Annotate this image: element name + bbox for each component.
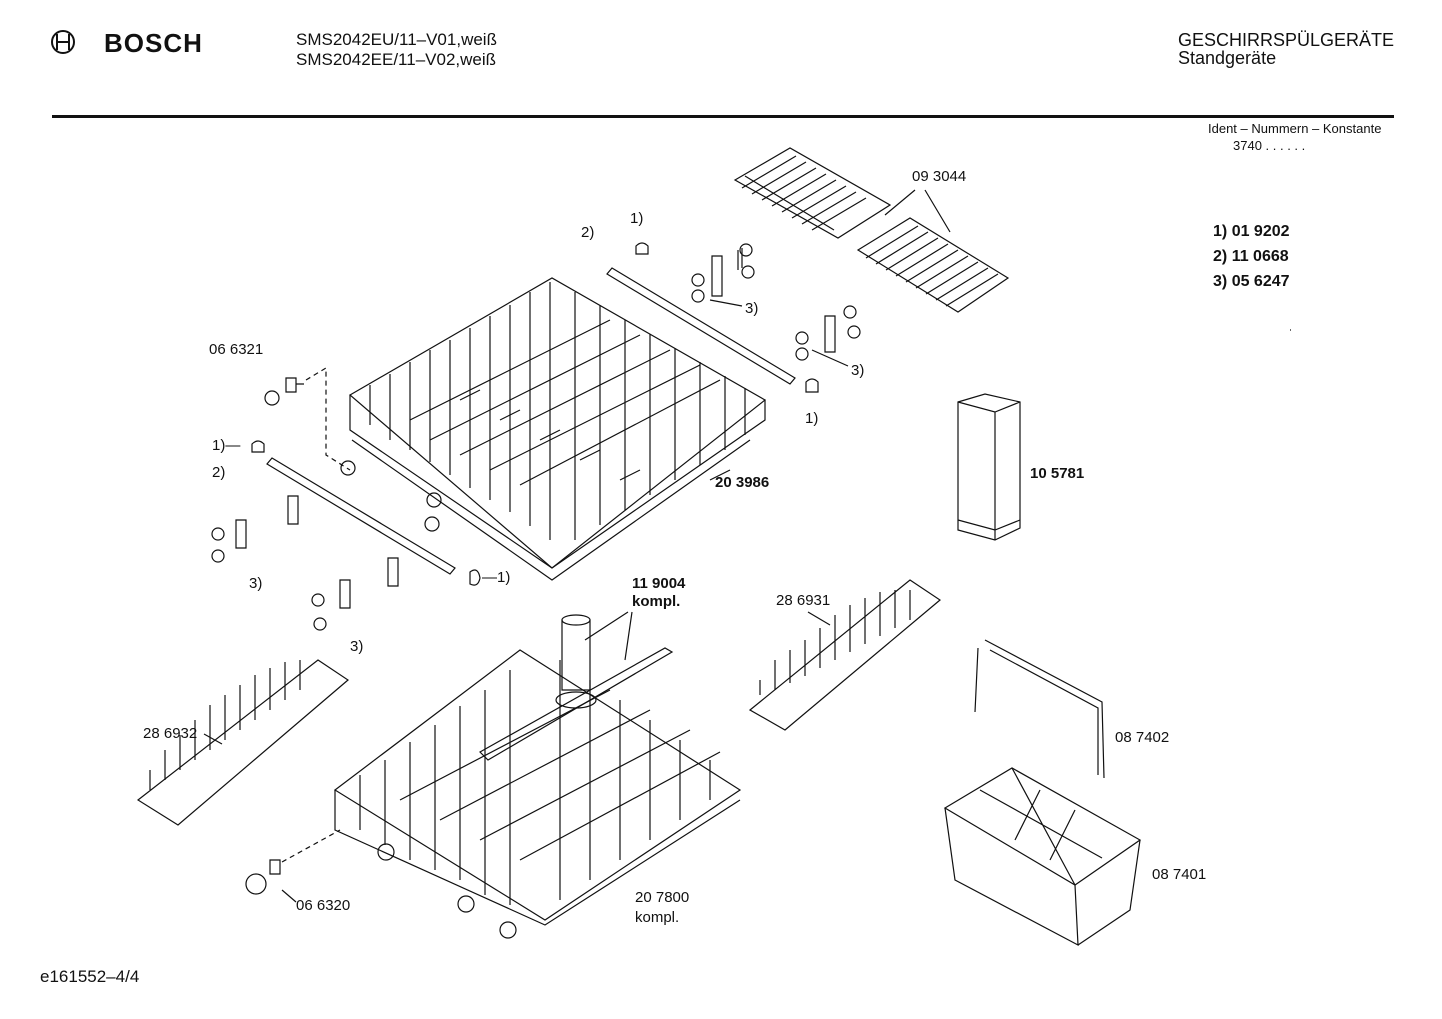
axle-066320 [269, 859, 281, 875]
legend: 1) 01 9202 2) 11 0668 3) 05 6247 [1213, 219, 1290, 294]
lower-basket [333, 649, 742, 926]
basket-wheel [499, 921, 517, 939]
roller-066320 [245, 873, 267, 895]
part-label-203986: 20 3986 [715, 474, 770, 491]
ref-marker-1: 1) [630, 210, 644, 227]
roller [847, 325, 861, 339]
part-label-286931: 28 6931 [776, 592, 831, 609]
rail-left [266, 457, 456, 575]
legend-number: 11 0668 [1231, 248, 1289, 265]
rack-wheel [424, 516, 440, 532]
model-line-2: SMS2042EE/11–V02,weiß [296, 50, 497, 69]
legend-row: 1) 01 9202 [1213, 219, 1290, 244]
ref-marker-3: 3) [851, 362, 865, 379]
rack-wheel [426, 492, 442, 508]
leader-203986 [709, 469, 731, 481]
roller [739, 243, 753, 257]
part-label-087401: 08 7401 [1152, 866, 1207, 883]
part-label-119004-sub: kompl. [632, 593, 681, 610]
part-label-207800-sub: kompl. [635, 909, 680, 926]
cutlery-tray-insert-upper [733, 147, 892, 239]
part-label-119004: 11 9004 [632, 575, 686, 592]
spray-arm [479, 614, 674, 761]
legend-row: 2) 11 0668 [1213, 244, 1290, 269]
roller-066321 [264, 390, 280, 406]
ref-marker-1: 1) [805, 410, 819, 427]
document-id: e161552–4/4 [40, 967, 140, 986]
cutlery-basket-tall [957, 393, 1021, 541]
legend-key: 1) [1213, 223, 1228, 240]
roller [691, 289, 705, 303]
header-divider [52, 115, 1394, 118]
tine-row-286932 [136, 659, 349, 826]
legend-key: 3) [1213, 273, 1228, 290]
roller [211, 549, 225, 563]
cutlery-tray-insert-lower [856, 217, 1010, 313]
bracket-right-2 [824, 315, 836, 353]
basket-handle [974, 639, 1105, 779]
dashed-leader-066321 [305, 366, 351, 471]
leader-ref3 [709, 299, 849, 367]
ident-label: Ident – Nummern – Konstante [1208, 121, 1382, 136]
roller [691, 273, 705, 287]
rail-right [606, 267, 796, 385]
ref-marker-1: 1)— [212, 437, 241, 454]
bracket-left-1 [235, 495, 299, 549]
basket-wheel [377, 843, 395, 861]
leader-066320 [281, 889, 297, 903]
ref-marker-2: 2) [581, 224, 595, 241]
legend-row: 3) 05 6247 [1213, 269, 1290, 294]
leader-119004 [584, 611, 633, 661]
ident-value: 3740 . . . . . . [1233, 138, 1306, 153]
roller [843, 305, 857, 319]
dashed-leader-066320 [281, 829, 341, 863]
part-label-093044: 09 3044 [912, 168, 967, 185]
leader-093044 [884, 189, 951, 233]
part-label-207800: 20 7800 [635, 889, 690, 906]
legend-number: 05 6247 [1231, 273, 1290, 290]
brand-name: BOSCH [104, 28, 203, 58]
leader-286931 [807, 611, 831, 626]
roller [795, 331, 809, 345]
roller [311, 593, 325, 607]
end-cap-bottom [469, 569, 481, 586]
bracket-right-1 [711, 248, 743, 297]
legend-key: 2) [1213, 248, 1228, 265]
end-cap-right-top [635, 242, 649, 255]
ref-marker-3: 3) [249, 575, 263, 592]
part-label-286932: 28 6932 [143, 725, 198, 742]
roller [741, 265, 755, 279]
basket-wheel [457, 895, 475, 913]
rack-wheel [340, 460, 356, 476]
roller [795, 347, 809, 361]
ref-marker-3: 3) [745, 300, 759, 317]
legend-number: 01 9202 [1231, 223, 1290, 240]
cutlery-basket-small [943, 767, 1142, 947]
part-label-066321: 06 6321 [209, 341, 264, 358]
upper-basket [348, 277, 767, 581]
bracket-left-2 [339, 557, 399, 609]
axle-066321 [285, 377, 304, 393]
part-label-087402: 08 7402 [1115, 729, 1170, 746]
category-subtitle: Standgeräte [1178, 48, 1277, 68]
ref-marker-3: 3) [350, 638, 364, 655]
category-title: GESCHIRRSPÜLGERÄTE [1178, 30, 1395, 50]
tine-row-286931 [748, 579, 941, 731]
end-cap-left [251, 440, 265, 453]
roller [211, 527, 225, 541]
end-cap-right-bottom [805, 378, 819, 393]
ref-marker-1: —1) [482, 569, 511, 586]
roller [313, 617, 327, 631]
part-label-066320: 06 6320 [296, 897, 351, 914]
leader-286932 [203, 733, 223, 745]
part-label-105781: 10 5781 [1030, 465, 1085, 482]
ref-marker-2: 2) [212, 464, 226, 481]
model-line-1: SMS2042EU/11–V01,weiß [296, 30, 497, 49]
